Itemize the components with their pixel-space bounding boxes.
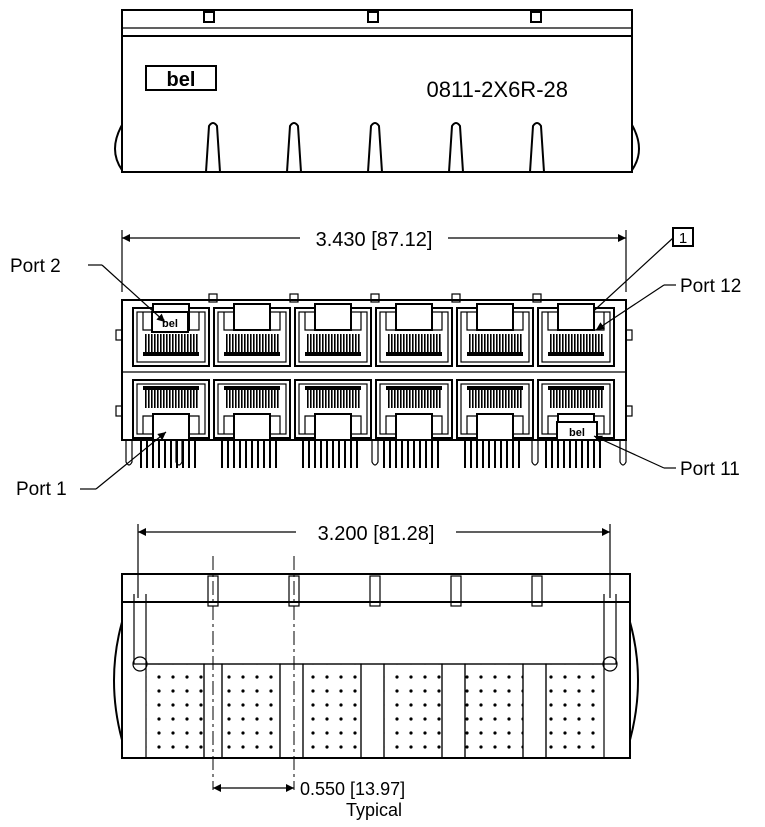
svg-text:Port 1: Port 1 bbox=[16, 479, 67, 500]
rj45-port bbox=[213, 303, 291, 367]
peg bbox=[125, 440, 133, 466]
front-view: 3.430 [87.12] 1 bel bbox=[10, 227, 741, 500]
svg-text:bel: bel bbox=[569, 427, 585, 439]
pad-separator bbox=[441, 663, 466, 759]
svg-text:3.430 [87.12]: 3.430 [87.12] bbox=[316, 229, 433, 251]
callout-port11: Port 11 bbox=[593, 435, 740, 480]
dotted-pad bbox=[464, 663, 524, 759]
dotted-pad bbox=[545, 663, 605, 759]
dotted-pad-grid bbox=[145, 663, 605, 759]
callout-port12: Port 12 bbox=[595, 276, 741, 331]
rj45-port bbox=[537, 303, 615, 367]
pad-separator bbox=[522, 663, 547, 759]
callout-port2: Port 2 bbox=[10, 256, 166, 323]
front-width-dimension: 3.430 [87.12] bbox=[121, 229, 627, 292]
note-marker-box: 1 bbox=[585, 227, 694, 319]
rj45-port bbox=[294, 303, 372, 367]
svg-text:bel: bel bbox=[167, 69, 196, 91]
top-pins bbox=[208, 293, 542, 303]
svg-text:Port 11: Port 11 bbox=[680, 459, 740, 480]
rj45-port bbox=[294, 379, 372, 441]
rj45-port bbox=[213, 379, 291, 441]
port11-bel-tab: bel bbox=[556, 421, 598, 441]
pitch-dimension: 0.550 [13.97] Typical bbox=[213, 779, 405, 820]
bottom-view: 3.200 [81.28] 0.550 [13.97] Typical bbox=[113, 523, 639, 820]
side-leds bbox=[115, 329, 633, 417]
callout-port1: Port 1 bbox=[16, 431, 167, 500]
bottom-width-dimension: 3.200 [81.28] bbox=[137, 523, 611, 598]
svg-text:Typical: Typical bbox=[346, 800, 402, 820]
svg-text:Port 12: Port 12 bbox=[680, 276, 741, 297]
peg bbox=[531, 440, 539, 466]
rj45-port-grid bbox=[132, 303, 615, 441]
dotted-pad bbox=[221, 663, 281, 759]
bel-logo: bel bbox=[145, 65, 217, 91]
svg-text:0.550 [13.97]: 0.550 [13.97] bbox=[300, 779, 405, 799]
top-view-latches bbox=[205, 122, 545, 173]
rj45-port bbox=[456, 303, 534, 367]
rj45-port bbox=[456, 379, 534, 441]
part-number: 0811-2X6R-28 bbox=[427, 77, 568, 102]
svg-text:3.200 [81.28]: 3.200 [81.28] bbox=[318, 523, 435, 545]
peg bbox=[371, 440, 379, 466]
peg bbox=[619, 440, 627, 466]
pad-separator bbox=[279, 663, 304, 759]
peg bbox=[175, 440, 183, 466]
pad-separator bbox=[360, 663, 385, 759]
rj45-port bbox=[375, 303, 453, 367]
svg-text:1: 1 bbox=[679, 230, 687, 247]
dotted-pad bbox=[383, 663, 443, 759]
dotted-pad bbox=[302, 663, 362, 759]
dotted-pad bbox=[145, 663, 205, 759]
rj45-port bbox=[132, 379, 210, 441]
svg-text:Port 2: Port 2 bbox=[10, 256, 61, 277]
rj45-port bbox=[375, 379, 453, 441]
through-hole-pins bbox=[125, 440, 627, 468]
svg-text:bel: bel bbox=[162, 318, 178, 330]
top-view: bel 0811-2X6R-28 bbox=[114, 9, 640, 173]
